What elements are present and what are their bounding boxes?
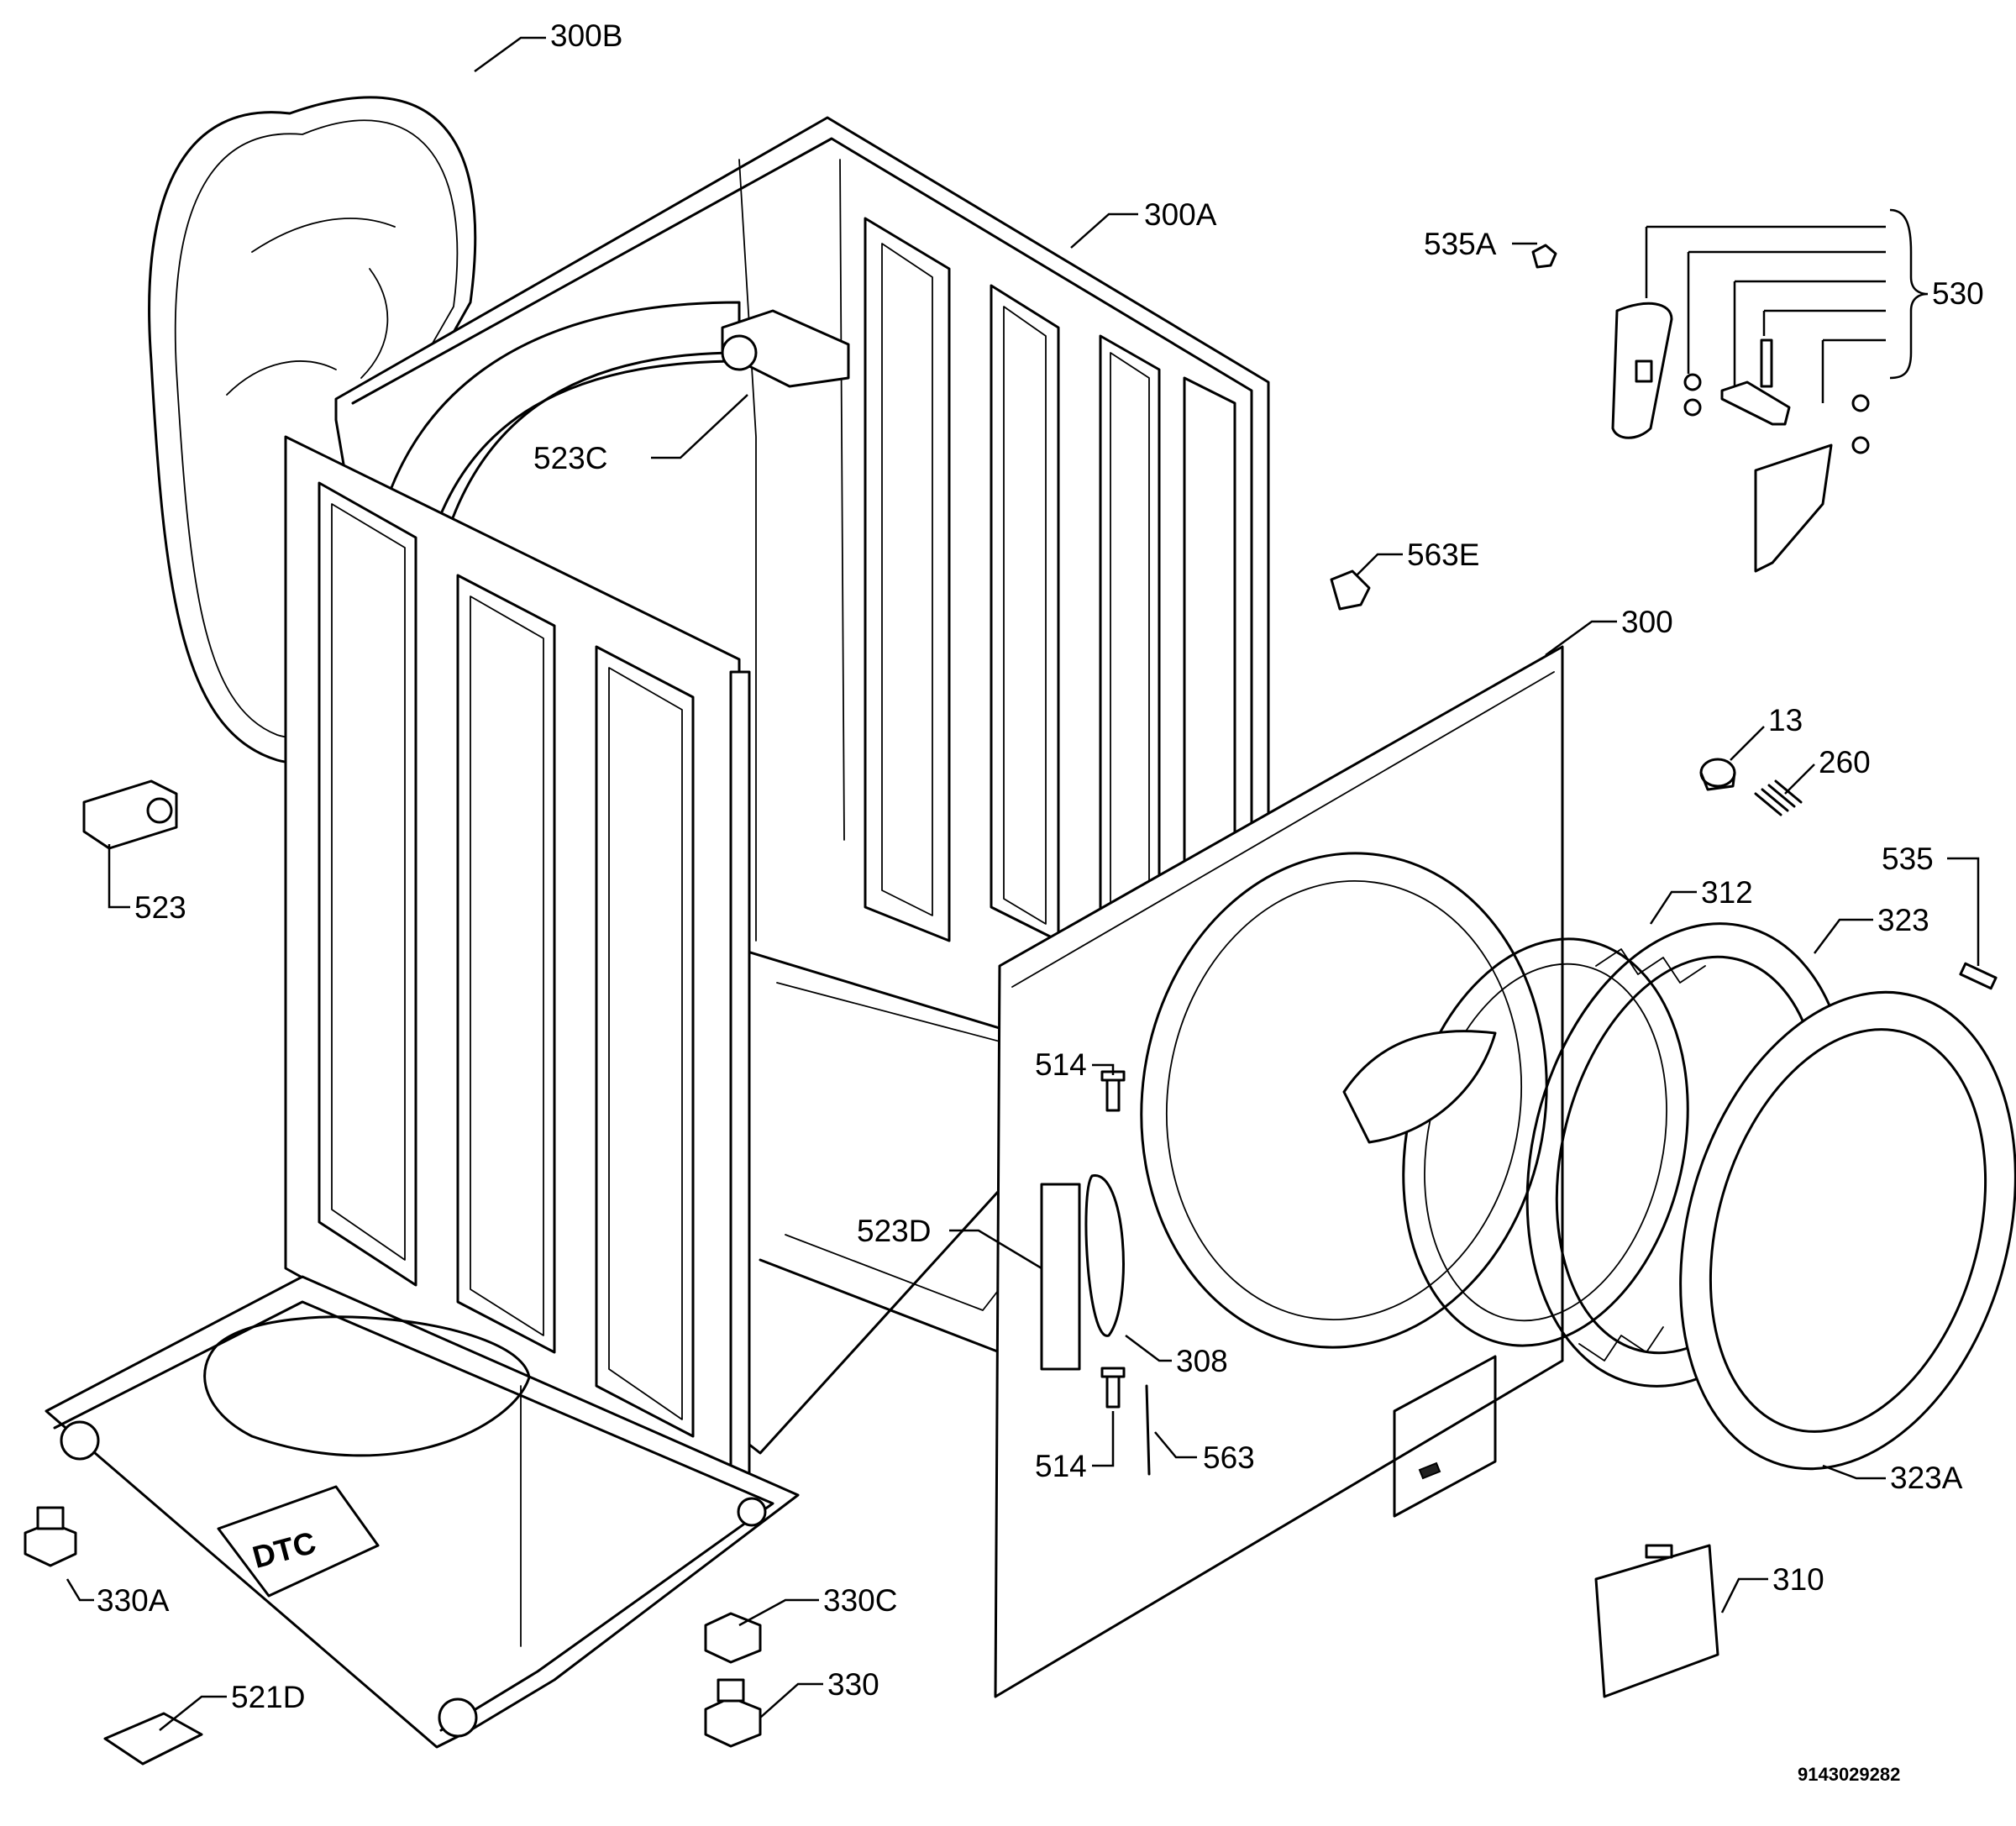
bracket-523	[82, 779, 178, 850]
callout-323A: 323A	[1890, 1461, 1963, 1495]
door-ring-312	[1342, 937, 1689, 1347]
callout-535A: 535A	[1424, 227, 1497, 261]
callout-310: 310	[1772, 1562, 1824, 1597]
document-number: 9143029282	[1798, 1764, 1900, 1785]
screw-535A	[1531, 244, 1557, 269]
callout-300: 300	[1621, 605, 1673, 639]
front-panel-300	[994, 645, 1564, 1698]
callout-13: 13	[1768, 703, 1803, 737]
pin-535	[1959, 962, 1998, 990]
pin-563E	[1330, 569, 1371, 611]
foot-330C	[704, 1612, 762, 1664]
door-outer-ring-323A	[1679, 990, 2016, 1471]
flap-310	[1594, 1544, 1719, 1698]
callout-563: 563	[1203, 1440, 1255, 1475]
bracket-521D	[103, 1712, 203, 1766]
lock-parts-530	[1611, 302, 1870, 573]
screw-514-lower	[1100, 1367, 1126, 1409]
callout-260: 260	[1819, 745, 1871, 779]
foot-330	[704, 1678, 762, 1748]
callout-308: 308	[1176, 1344, 1228, 1378]
rod-563	[1145, 1384, 1151, 1476]
foot-330A	[24, 1506, 77, 1567]
callout-300A: 300A	[1144, 197, 1217, 232]
callout-labels: 300B 300A 535A 530 523C 563E 300 13 260 …	[97, 18, 1984, 1785]
callout-530: 530	[1932, 276, 1984, 311]
callout-563E: 563E	[1407, 538, 1479, 572]
callout-523D: 523D	[857, 1214, 931, 1248]
screw-514-upper	[1100, 1070, 1126, 1112]
hinge-bracket-523C	[721, 309, 850, 388]
callout-312: 312	[1701, 875, 1753, 910]
spring-260	[1754, 779, 1803, 816]
callout-514-upper: 514	[1035, 1047, 1087, 1082]
callout-300B: 300B	[550, 18, 622, 53]
callout-323: 323	[1877, 903, 1929, 937]
sleeve-13	[1699, 758, 1736, 791]
callout-523: 523	[134, 890, 186, 925]
callout-330: 330	[827, 1667, 879, 1702]
callout-523C: 523C	[533, 441, 607, 475]
callout-330A: 330A	[97, 1583, 170, 1618]
leader-lines	[66, 36, 1980, 1731]
callout-535: 535	[1882, 842, 1934, 876]
callout-514-lower: 514	[1035, 1449, 1087, 1483]
rear-seal-300B	[148, 96, 477, 763]
base-plate: DTC	[45, 1275, 800, 1749]
callout-330C: 330C	[823, 1583, 897, 1618]
callout-521D: 521D	[231, 1680, 305, 1714]
